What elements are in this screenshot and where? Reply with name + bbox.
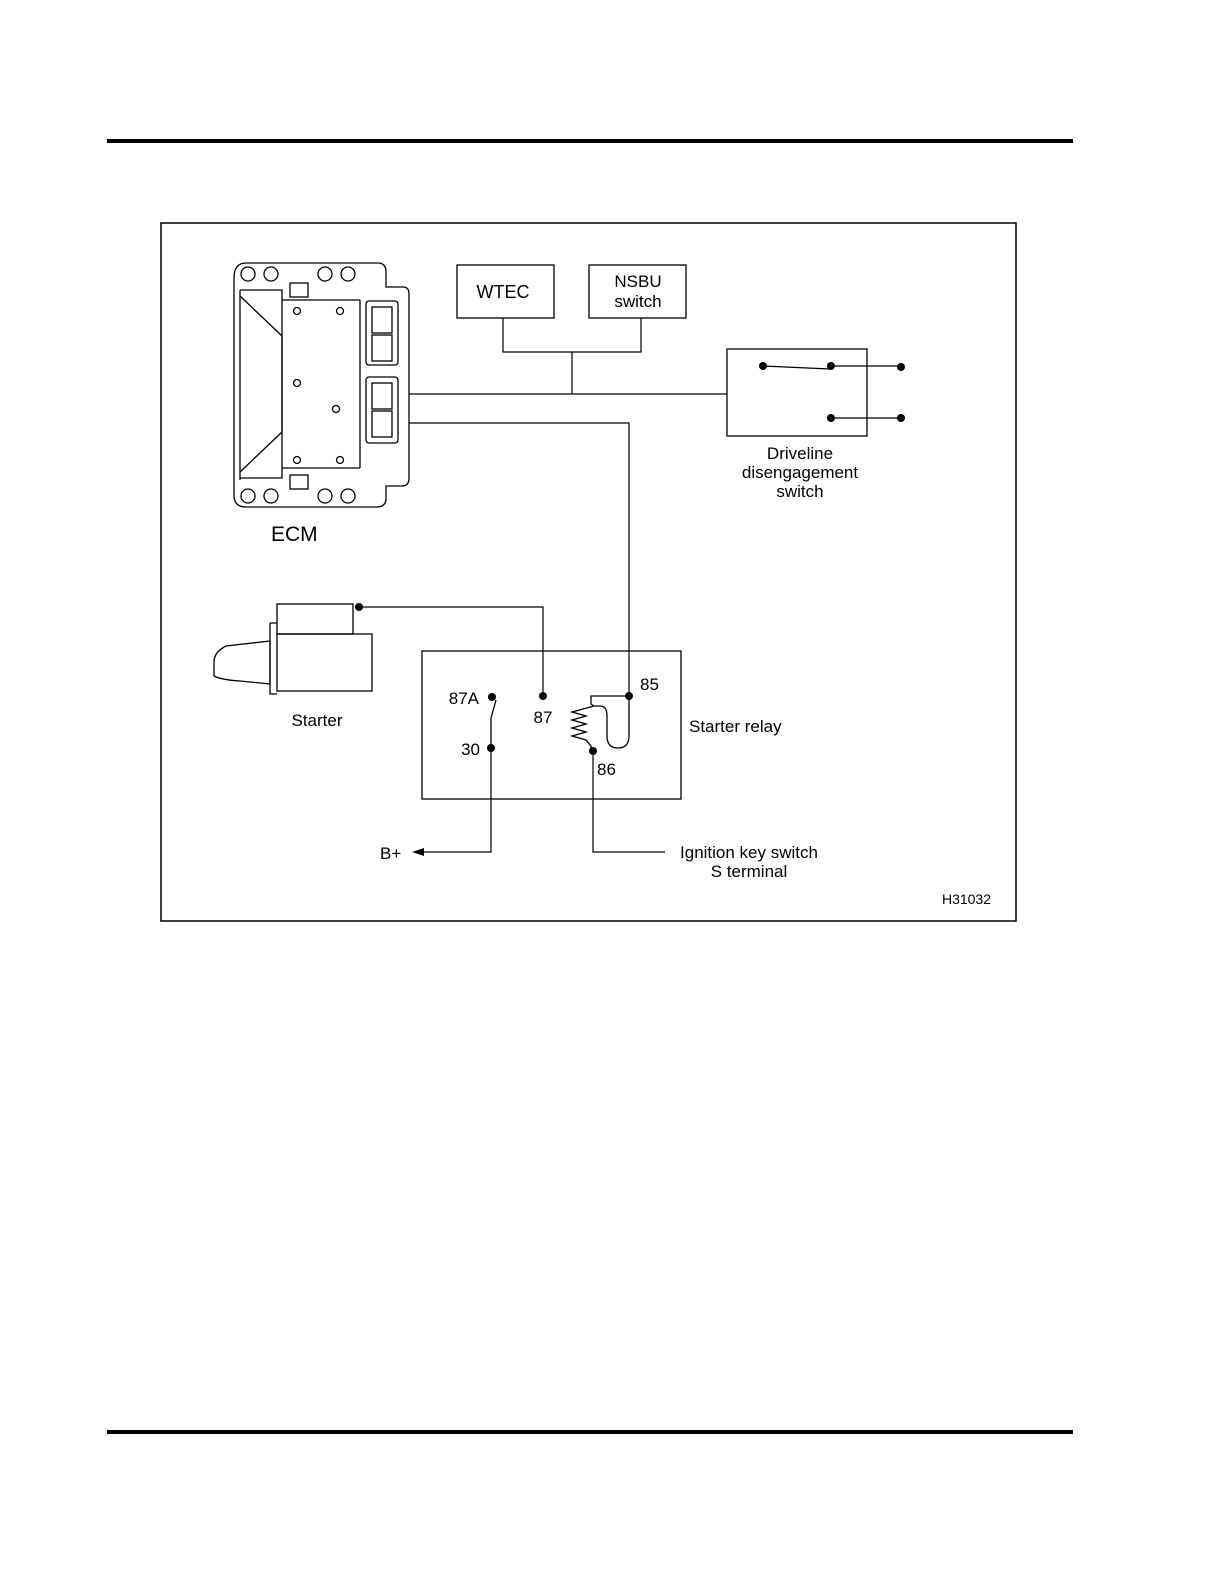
driveline-switch — [727, 349, 905, 436]
wtec-label: WTEC — [477, 282, 530, 302]
ignition-label-line1: Ignition key switch — [680, 843, 818, 862]
nsbu-label-line2: switch — [614, 292, 661, 311]
figure-id: H31032 — [942, 891, 991, 907]
relay-contacts — [491, 696, 629, 751]
wiring — [359, 318, 727, 852]
terminal-87-dot — [539, 692, 547, 700]
starter-label: Starter — [291, 711, 342, 730]
terminal-87a-dot — [488, 693, 496, 701]
driveline-label-line2: disengagement — [742, 463, 859, 482]
ignition-label-line2: S terminal — [711, 862, 788, 881]
driveline-label-line3: switch — [776, 482, 823, 501]
nsbu-label-line1: NSBU — [614, 272, 661, 291]
terminal-87-label: 87 — [534, 708, 553, 727]
starter-relay-label: Starter relay — [689, 717, 782, 736]
terminal-87a-label: 87A — [449, 689, 480, 708]
figure-frame — [161, 223, 1016, 921]
terminal-30-label: 30 — [461, 740, 480, 759]
starter-terminal — [355, 603, 363, 611]
terminal-86-label: 86 — [597, 760, 616, 779]
ecm-module — [234, 263, 409, 507]
terminal-85-dot — [625, 692, 633, 700]
b-plus-arrow-icon — [412, 848, 424, 856]
terminal-85-label: 85 — [640, 675, 659, 694]
terminal-30-dot — [487, 744, 495, 752]
terminal-86-dot — [589, 747, 597, 755]
starter-icon — [214, 604, 372, 694]
ecm-label: ECM — [271, 523, 318, 546]
driveline-label-line1: Driveline — [767, 444, 833, 463]
b-plus-label: B+ — [380, 844, 401, 863]
